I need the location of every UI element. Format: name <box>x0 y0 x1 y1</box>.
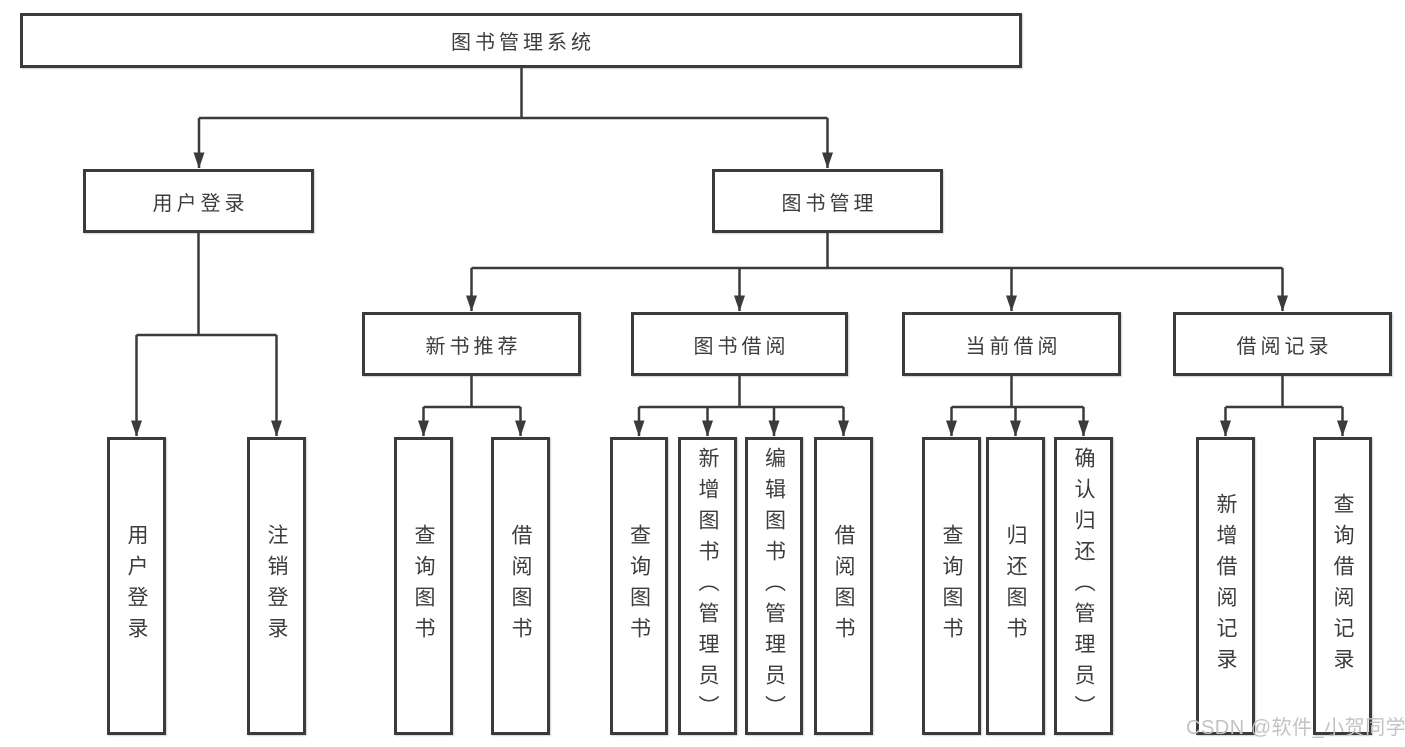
node-label: 查询图书 <box>627 524 651 648</box>
node-label: 用户登录 <box>152 192 249 215</box>
node-label: 图书借阅 <box>693 335 790 358</box>
node-book-borrowing: 图书借阅 <box>631 312 848 376</box>
leaf-add-borrow-record: 新增借阅记录 <box>1196 437 1255 735</box>
leaf-borrow-books-recommend: 借阅图书 <box>491 437 550 735</box>
node-label: 当前借阅 <box>965 335 1062 358</box>
leaf-confirm-return-admin: 确认归还（管理员） <box>1054 437 1113 735</box>
node-label: 确认归还（管理员） <box>1072 446 1095 726</box>
leaf-user-login: 用户登录 <box>107 437 166 735</box>
leaf-query-books-recommend: 查询图书 <box>394 437 453 735</box>
node-label: 借阅图书 <box>509 524 532 648</box>
node-library-management-system: 图书管理系统 <box>20 13 1022 68</box>
node-new-book-recommendation: 新书推荐 <box>362 312 581 376</box>
node-label: 图书管理 <box>781 192 878 215</box>
leaf-query-books-borrow: 查询图书 <box>610 437 668 735</box>
node-label: 借阅图书 <box>832 524 855 648</box>
node-borrowing-records: 借阅记录 <box>1173 312 1392 376</box>
node-label: 图书管理系统 <box>451 32 595 54</box>
node-label: 新书推荐 <box>425 335 522 358</box>
node-label: 查询图书 <box>412 524 435 648</box>
leaf-logout: 注销登录 <box>247 437 306 735</box>
node-current-borrowing: 当前借阅 <box>902 312 1121 376</box>
leaf-return-books: 归还图书 <box>986 437 1045 735</box>
node-user-login: 用户登录 <box>83 169 314 233</box>
leaf-add-books-admin: 新增图书（管理员） <box>678 437 737 735</box>
node-label: 注销登录 <box>265 524 288 648</box>
connector-segments <box>136 68 1343 409</box>
node-label: 编辑图书（管理员） <box>762 446 786 726</box>
node-label: 归还图书 <box>1004 524 1027 648</box>
leaf-query-books-current: 查询图书 <box>922 437 981 735</box>
node-label: 借阅记录 <box>1236 335 1333 358</box>
leaf-edit-books-admin: 编辑图书（管理员） <box>745 437 803 735</box>
leaf-borrow-books: 借阅图书 <box>814 437 873 735</box>
node-label: 新增图书（管理员） <box>696 446 719 726</box>
watermark: CSDN @软件_小贺同学 <box>1186 717 1405 739</box>
leaf-query-borrow-record: 查询借阅记录 <box>1313 437 1372 735</box>
node-label: 查询图书 <box>940 524 963 648</box>
node-book-management: 图书管理 <box>712 169 943 233</box>
node-label: 用户登录 <box>125 524 148 648</box>
node-label: 新增借阅记录 <box>1214 493 1237 679</box>
node-label: 查询借阅记录 <box>1331 493 1354 679</box>
